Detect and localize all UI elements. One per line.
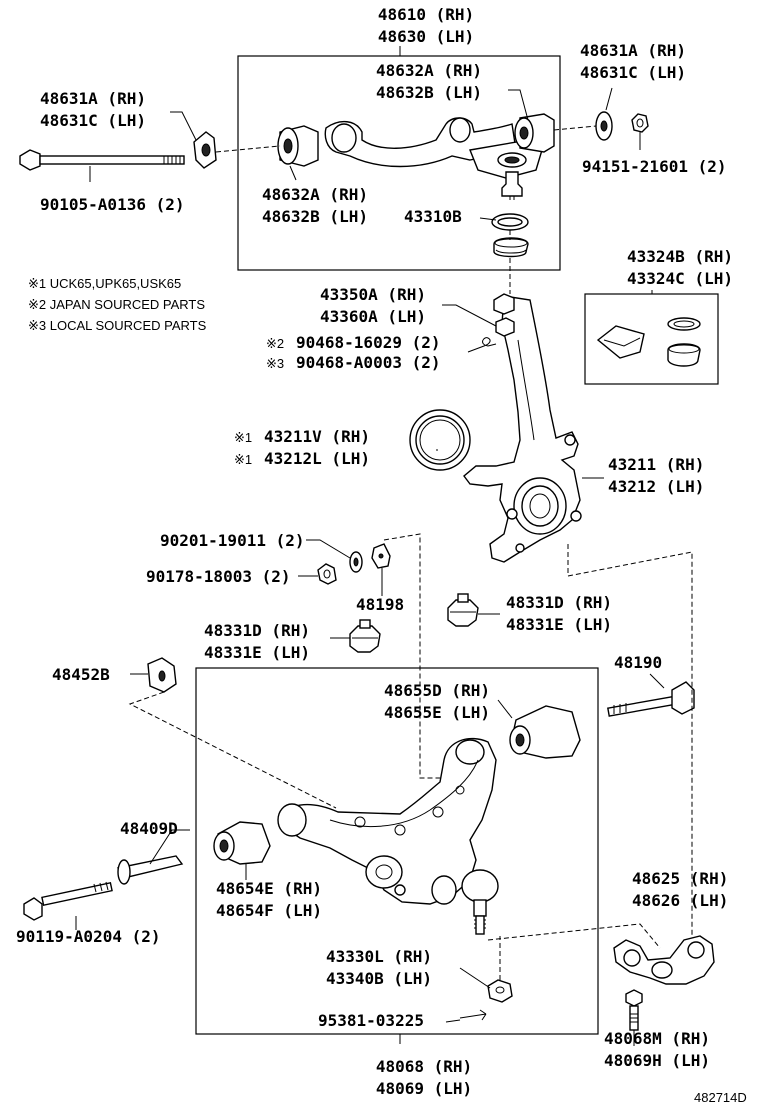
label-dust-boot-kit-rh: 43324B (RH) — [627, 247, 733, 266]
bolt-90119 — [23, 881, 113, 921]
mark-seal-lh: ※1 — [234, 452, 252, 467]
label-cam-48452b: 48452B — [52, 665, 110, 684]
label-lower-bush-rear-rh: 48654E (RH) — [216, 879, 322, 898]
label-nut-90178: 90178-18003 (2) — [146, 567, 291, 586]
leader-lines — [75, 46, 665, 1046]
seal-43211v — [409, 409, 471, 471]
label-ball-joint-43310b: 43310B — [404, 207, 462, 226]
dashed-assembly-lines — [128, 125, 693, 980]
label-cotter-pin-japan: 90468-16029 (2) — [296, 333, 441, 352]
bracket-48625 — [613, 935, 715, 985]
lower-bush-rear — [213, 821, 271, 865]
label-lower-bush-rear-lh: 48654F (LH) — [216, 901, 322, 920]
bolt-48068m — [625, 989, 643, 1031]
label-lower-bush-front-lh: 48655E (LH) — [384, 703, 490, 722]
label-bumper-right-rh: 48331D (RH) — [506, 593, 612, 612]
label-cam-plate-left-rh: 48631A (RH) — [40, 89, 146, 108]
nut-94151 — [631, 113, 649, 133]
label-bumper-left-rh: 48331D (RH) — [204, 621, 310, 640]
ball-joint-ring-43310b — [491, 213, 529, 231]
cotter-pin — [467, 337, 497, 353]
steering-knuckle — [463, 293, 582, 563]
label-upper-bush-bottom-lh: 48632B (LH) — [262, 207, 368, 226]
label-lower-arm-lh: 48069 (LH) — [376, 1079, 472, 1098]
label-cotter-pin-local: 90468-A0003 (2) — [296, 353, 441, 372]
upper-bush-right — [514, 113, 555, 153]
stopper-48198 — [371, 543, 391, 569]
label-bumper-right-lh: 48331E (LH) — [506, 615, 612, 634]
label-bolt-48190: 48190 — [614, 653, 662, 672]
lower-bush-front — [509, 705, 581, 759]
label-seal-rh: 43211V (RH) — [264, 427, 370, 446]
label-seal-lh: 43212L (LH) — [264, 449, 370, 468]
mark-cotter-pin-japan: ※2 — [266, 336, 284, 351]
cam-48452b — [147, 657, 177, 693]
label-bolt-90119: 90119-A0204 (2) — [16, 927, 161, 946]
note-3: ※3 LOCAL SOURCED PARTS — [28, 318, 207, 333]
note-2: ※2 JAPAN SOURCED PARTS — [28, 297, 205, 312]
label-knuckle-lh: 43212 (LH) — [608, 477, 704, 496]
label-cam-48409d: 48409D — [120, 819, 178, 838]
label-knuckle-nut-rh: 43350A (RH) — [320, 285, 426, 304]
label-washer-90201: 90201-19011 (2) — [160, 531, 305, 550]
label-cam-plate-right-rh: 48631A (RH) — [580, 41, 686, 60]
cam-48409d — [116, 855, 184, 885]
label-knuckle-nut-lh: 43360A (LH) — [320, 307, 426, 326]
label-ball-nut-rh: 43330L (RH) — [326, 947, 432, 966]
nut-43330l — [487, 979, 513, 1003]
label-lower-bush-front-rh: 48655D (RH) — [384, 681, 490, 700]
mark-seal-rh: ※1 — [234, 430, 252, 445]
upper-bush-left — [277, 125, 319, 167]
label-cam-plate-right-lh: 48631C (LH) — [580, 63, 686, 82]
label-upper-bush-bottom-rh: 48632A (RH) — [262, 185, 368, 204]
bolt-48190 — [607, 681, 695, 717]
mark-cotter-pin-local: ※3 — [266, 356, 284, 371]
label-stopper-48198: 48198 — [356, 595, 404, 614]
label-bracket-rh: 48625 (RH) — [632, 869, 728, 888]
label-cam-plate-left-lh: 48631C (LH) — [40, 111, 146, 130]
figure-id: 482714D — [694, 1090, 747, 1105]
label-bracket-bolt-lh: 48069H (LH) — [604, 1051, 710, 1070]
washer-90201 — [349, 551, 363, 573]
label-upper-bush-top-lh: 48632B (LH) — [376, 83, 482, 102]
note-1: ※1 UCK65,UPK65,USK65 — [28, 276, 181, 291]
cam-plate-left — [193, 131, 217, 169]
nut-90178 — [317, 563, 337, 585]
label-bolt-90105: 90105-A0136 (2) — [40, 195, 185, 214]
label-nut-94151: 94151-21601 (2) — [582, 157, 727, 176]
label-ball-nut-lh: 43340B (LH) — [326, 969, 432, 988]
upper-arm-drawing — [277, 113, 555, 200]
label-upper-arm-rh: 48610 (RH) — [378, 5, 474, 24]
bumper-left — [349, 619, 381, 653]
label-pin-95381: 95381-03225 — [318, 1011, 424, 1030]
upper-arm-assembly-box — [237, 55, 561, 271]
label-knuckle-rh: 43211 (RH) — [608, 455, 704, 474]
label-upper-arm-lh: 48630 (LH) — [378, 27, 474, 46]
label-dust-boot-kit-lh: 43324C (LH) — [627, 269, 733, 288]
bolt-90105 — [19, 149, 185, 171]
cam-plate-right — [595, 111, 613, 141]
label-bracket-bolt-rh: 48068M (RH) — [604, 1029, 710, 1048]
lower-arm-drawing — [277, 737, 499, 935]
dust-boot — [493, 237, 529, 258]
pin-95381 — [459, 1009, 487, 1021]
lower-arm-assembly-box — [195, 667, 599, 1035]
label-lower-arm-rh: 48068 (RH) — [376, 1057, 472, 1076]
bumper-right — [447, 593, 479, 627]
label-bumper-left-lh: 48331E (LH) — [204, 643, 310, 662]
label-bracket-lh: 48626 (LH) — [632, 891, 728, 910]
dust-boot-kit-contents — [596, 317, 701, 367]
label-upper-bush-top-rh: 48632A (RH) — [376, 61, 482, 80]
